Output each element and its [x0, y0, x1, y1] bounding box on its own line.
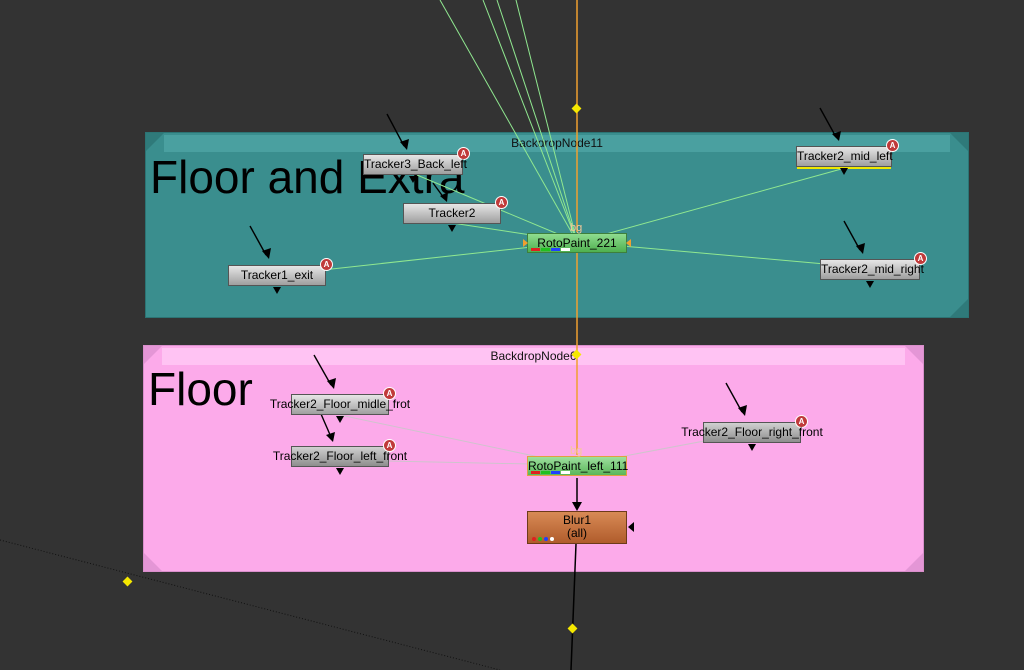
dot-node[interactable] — [567, 623, 578, 634]
channel-red — [531, 471, 540, 474]
output-arrow-icon — [336, 416, 344, 423]
dot-node[interactable] — [122, 576, 133, 587]
mask-input-arrow-icon[interactable] — [628, 522, 634, 532]
node-label: Tracker3_Back_left — [364, 157, 467, 171]
channel-green — [538, 537, 542, 541]
backdrop-resize-handle[interactable] — [905, 553, 923, 571]
channel-blue — [551, 471, 560, 474]
tracker-badge-icon: A — [914, 252, 927, 265]
backdrop-corner — [950, 133, 968, 151]
node-label: Tracker2_Floor_midle_frot — [269, 397, 411, 411]
node-label: Tracker1_exit — [240, 268, 314, 282]
bg-input-label: bg — [570, 222, 583, 234]
backdrop-header[interactable]: BackdropNode6 — [162, 348, 905, 365]
node-tracker2-floor-right-front[interactable]: Tracker2_Floor_right_front A — [681, 415, 823, 451]
channel-dots — [532, 537, 554, 541]
node-blur1[interactable]: Blur1 (all) — [527, 511, 634, 544]
tracker-badge-icon: A — [795, 415, 808, 428]
output-arrow-icon — [748, 444, 756, 451]
channel-indicator — [531, 471, 571, 474]
channel-green — [541, 471, 550, 474]
backdrop-corner — [144, 346, 162, 364]
output-arrow-icon — [448, 225, 456, 232]
node-label: Tracker2 — [428, 206, 476, 220]
output-arrow-icon — [866, 281, 874, 288]
node-rotopaint-221[interactable]: bg RotoPaint_221 — [523, 222, 631, 253]
node-tracker3-back-left[interactable]: Tracker3_Back_left A — [363, 147, 470, 183]
tracker-badge-icon: A — [495, 196, 508, 209]
node-label: RotoPaint_left_111 — [528, 459, 629, 473]
node-label: RotoPaint_221 — [537, 236, 617, 250]
node-tracker1-exit[interactable]: Tracker1_exit A — [228, 258, 333, 294]
output-arrow-icon — [336, 468, 344, 475]
node-label: Tracker2_mid_right — [821, 262, 924, 276]
output-arrow-icon — [273, 287, 281, 294]
node-label: Tracker2_Floor_left_front — [272, 449, 408, 463]
backdrop-label: Floor — [148, 363, 253, 415]
tracker-badge-icon: A — [383, 387, 396, 400]
backdrop-corner — [144, 553, 162, 571]
backdrop-corner — [905, 346, 923, 364]
node-tracker2-mid-right[interactable]: Tracker2_mid_right A — [820, 252, 927, 288]
output-arrow-icon — [409, 176, 417, 183]
channel-red — [532, 537, 536, 541]
input-arrow-icon[interactable] — [523, 239, 528, 247]
dot-node[interactable] — [571, 103, 582, 114]
node-channels-label: (all) — [567, 526, 587, 540]
channel-alpha — [561, 471, 570, 474]
output-arrow-icon — [840, 168, 848, 175]
channel-blue — [544, 537, 548, 541]
node-label: Blur1 — [562, 513, 591, 527]
node-tracker2-floor-midle-frot[interactable]: Tracker2_Floor_midle_frot A — [270, 387, 410, 423]
channel-alpha — [550, 537, 554, 541]
node-label: Tracker2_mid_left — [797, 149, 893, 163]
node-rotopaint-left-111[interactable]: bg RotoPaint_left_111 — [527, 445, 629, 476]
node-label: Tracker2_Floor_right_front — [681, 425, 823, 439]
node-tracker2[interactable]: Tracker2 A — [403, 196, 508, 232]
node-tracker2-mid-left[interactable]: Tracker2_mid_left A — [796, 139, 899, 175]
input-arrow-icon[interactable] — [626, 239, 631, 247]
backdrop-corner — [146, 133, 164, 151]
backdrop-resize-handle[interactable] — [950, 299, 968, 317]
tracker-badge-icon: A — [320, 258, 333, 271]
bg-input-label: bg — [570, 445, 583, 457]
node-tracker2-floor-left-front[interactable]: Tracker2_Floor_left_front A — [273, 439, 407, 475]
tracker-badge-icon: A — [886, 139, 899, 152]
